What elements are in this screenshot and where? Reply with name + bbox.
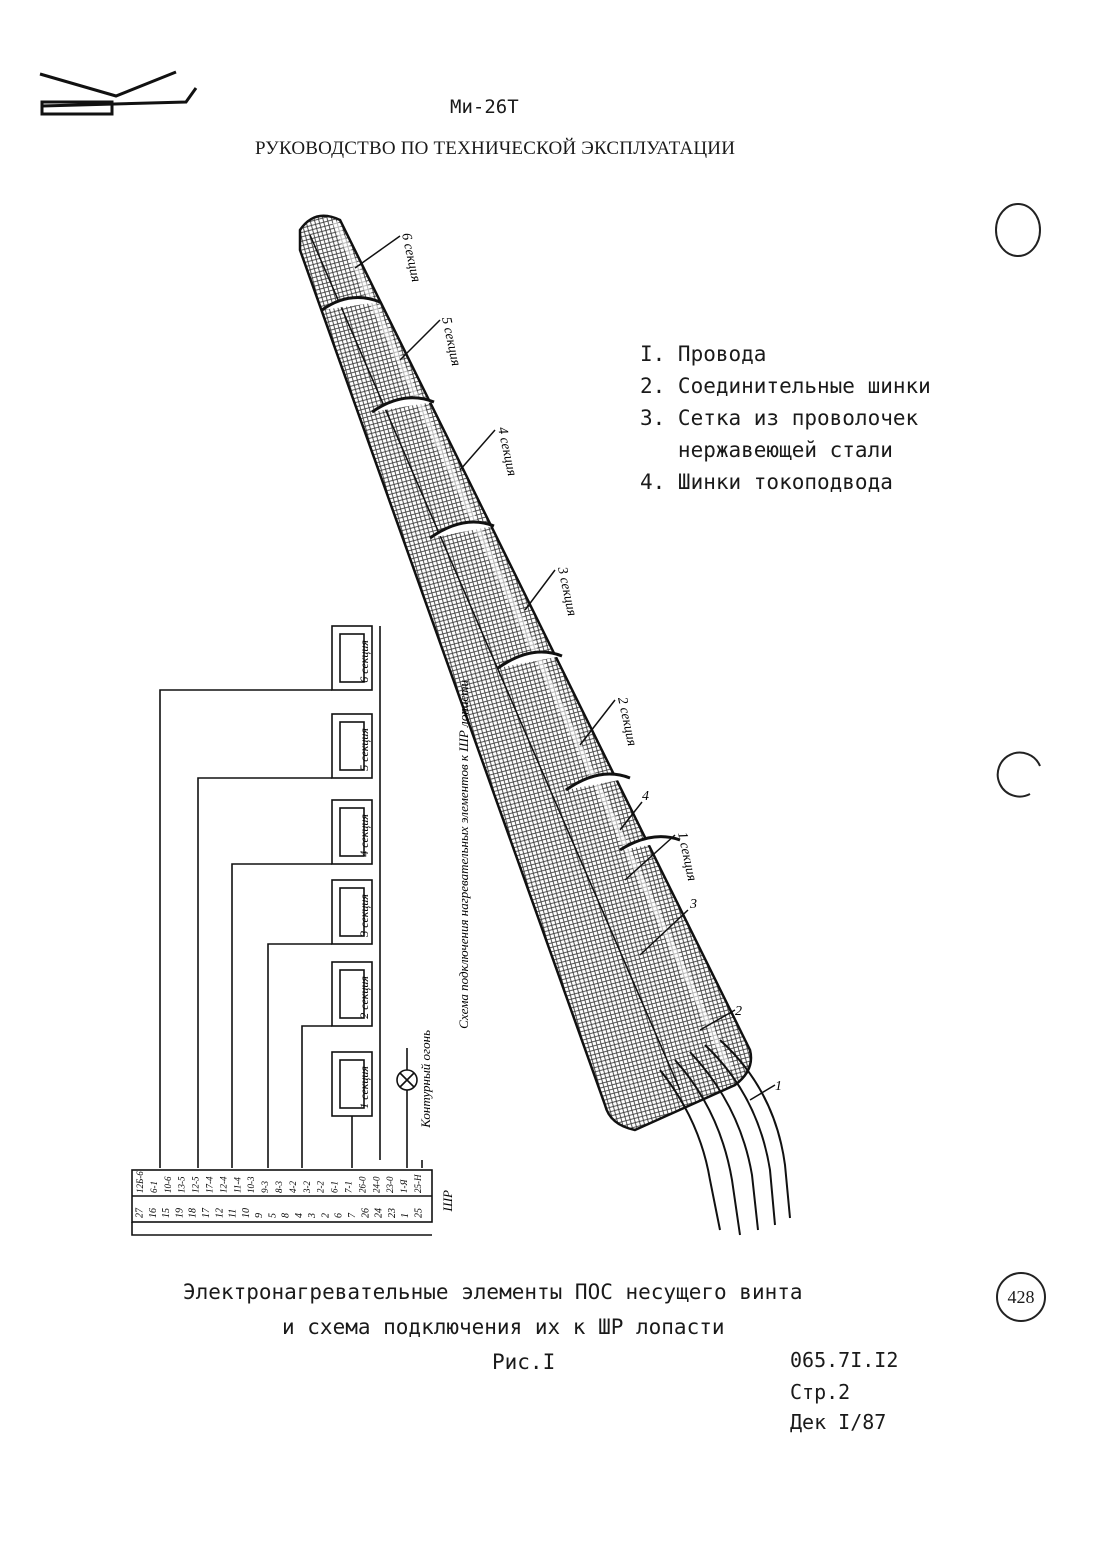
schematic-section-5-label: 5 секция xyxy=(357,728,371,771)
connector-pin-label: 19 xyxy=(174,1208,185,1218)
wire-code-label: 7-1 xyxy=(344,1181,354,1193)
connector-pin-label: 11 xyxy=(228,1209,239,1218)
logo-mark xyxy=(39,70,198,116)
wire-code-label: 8-3 xyxy=(274,1181,284,1193)
wire-code-label: 11-4 xyxy=(232,1177,242,1193)
blade-section-3-label: 3 секция xyxy=(554,565,579,618)
connector-pin-label: 17 xyxy=(201,1207,212,1218)
legend-item-wires: I. Провода xyxy=(640,342,767,366)
blade-section-2-label: 2 секция xyxy=(614,696,639,748)
page-number: Стр.2 xyxy=(790,1380,851,1404)
wire-code-label: 26-0 xyxy=(357,1176,367,1193)
connector-pin-label: 12 xyxy=(214,1208,225,1218)
binder-hole-bottom xyxy=(996,751,1041,798)
legend-item-connecting-busbars: 2. Соединительные шинки xyxy=(640,374,931,398)
connector-pin-label: 6 xyxy=(334,1213,345,1218)
schematic-section-2-label: 2 секция xyxy=(357,976,371,1019)
binder-hole-top xyxy=(995,203,1041,257)
connector-pin-label: 18 xyxy=(188,1208,199,1218)
wire-code-label: 6-1 xyxy=(330,1181,340,1193)
document-number: 065.7I.I2 xyxy=(790,1348,899,1372)
blade-section-6-label: 6 секция xyxy=(398,232,423,284)
connector-pin-label: 26 xyxy=(360,1208,371,1218)
blade-heating-element-illustration: 6 секция 5 секция 4 секция 3 секция 2 се… xyxy=(298,214,791,1236)
figure-caption-line-2: и схема подключения их к ШР лопасти xyxy=(282,1315,725,1339)
callout-4: 4 xyxy=(642,789,649,804)
connector-pin-label: 27 xyxy=(135,1207,146,1218)
connector-pin-label: 7 xyxy=(347,1212,358,1218)
connector-pin-label: 16 xyxy=(148,1208,159,1218)
connector-pin-label: 8 xyxy=(281,1213,292,1218)
wire-code-label: 12Б-6 xyxy=(135,1171,145,1193)
legend-item-steel-mesh: 3. Сетка из проволочек xyxy=(640,406,919,430)
manual-title: РУКОВОДСТВО ПО ТЕХНИЧЕСКОЙ ЭКСПЛУАТАЦИИ xyxy=(255,138,736,159)
blade-section-4-label: 4 секция xyxy=(494,426,519,478)
connector-pin-label: 5 xyxy=(267,1213,278,1218)
connector-pin-label: 23 xyxy=(387,1208,398,1218)
page-stamp: 428 xyxy=(996,1272,1046,1322)
wire-code-label: 23-0 xyxy=(385,1176,395,1193)
wiring-schematic: 6 секция 5 секция 4 секция 3 секция 2 се… xyxy=(131,625,471,1236)
wire-code-label: 3-2 xyxy=(302,1181,312,1194)
figure-caption-line-1: Электронагревательные элементы ПОС несущ… xyxy=(183,1280,803,1304)
callout-1: 1 xyxy=(775,1079,782,1094)
connector-pin-label: 3 xyxy=(307,1213,318,1219)
callout-3: 3 xyxy=(689,897,697,912)
wire-code-label: 2-2 xyxy=(316,1181,326,1193)
connector-pin-label: 2 xyxy=(320,1213,331,1218)
legend-item-steel-mesh-cont: нержавеющей стали xyxy=(640,438,893,462)
wire-code-label: 1-Я xyxy=(399,1179,409,1193)
schematic-section-3-label: 3 секция xyxy=(357,894,371,938)
wire-code-label: 10-6 xyxy=(163,1176,173,1193)
wire-code-label: 4-2 xyxy=(288,1181,298,1193)
wire-code-label: 6-1 xyxy=(149,1181,159,1193)
wire-code-label: 12-5 xyxy=(191,1176,201,1193)
connector-pin-label: 1 xyxy=(400,1213,411,1218)
connector-pin-label: 10 xyxy=(241,1208,252,1218)
wire-code-label: 24-0 xyxy=(371,1176,381,1193)
callout-2: 2 xyxy=(735,1004,742,1019)
figure-number: Рис.I xyxy=(492,1350,556,1374)
lamp-label: Контурный огонь xyxy=(418,1030,433,1129)
legend-item-supply-busbars: 4. Шинки токоподвода xyxy=(640,470,893,494)
connector-pin-label: 4 xyxy=(294,1213,305,1218)
schematic-title: Схема подключения нагревательных элемент… xyxy=(456,680,471,1029)
wire-code-label: 25-Н xyxy=(413,1174,423,1193)
blade-section-1-label: 1 секция xyxy=(674,831,699,883)
aircraft-model: Ми-26Т xyxy=(450,96,519,118)
schematic-section-4-label: 4 секция xyxy=(357,814,371,857)
wire-code-label: 13-5 xyxy=(177,1176,187,1193)
schematic-section-1-label: 1 секция xyxy=(357,1066,371,1109)
connector-pin-label: 15 xyxy=(161,1208,172,1218)
connector-pin-label: 25 xyxy=(413,1208,424,1218)
blade-section-5-label: 5 секция xyxy=(438,316,463,368)
revision-date: Дек I/87 xyxy=(790,1410,887,1434)
wire-code-label: 9-3 xyxy=(260,1181,270,1193)
schematic-section-6-label: 6 секция xyxy=(357,640,371,683)
wire-code-label: 17-4 xyxy=(204,1176,214,1193)
wire-code-label: 12-4 xyxy=(218,1176,228,1193)
connector-label: ШР xyxy=(440,1190,455,1213)
wire-code-label: 10-3 xyxy=(246,1176,256,1193)
connector-pin-label: 9 xyxy=(254,1213,265,1218)
connector-pin-label: 24 xyxy=(374,1208,385,1218)
